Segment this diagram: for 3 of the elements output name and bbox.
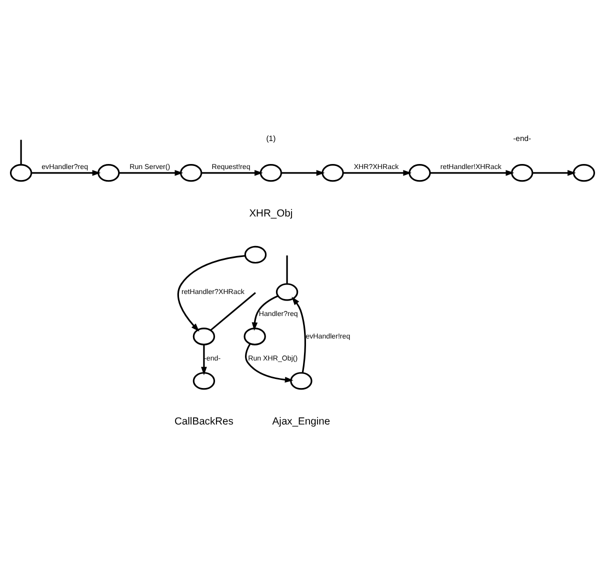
label: XHR_Obj bbox=[249, 208, 293, 220]
label: Ajax_Engine bbox=[272, 416, 330, 428]
label: CallBackRes bbox=[174, 416, 234, 428]
